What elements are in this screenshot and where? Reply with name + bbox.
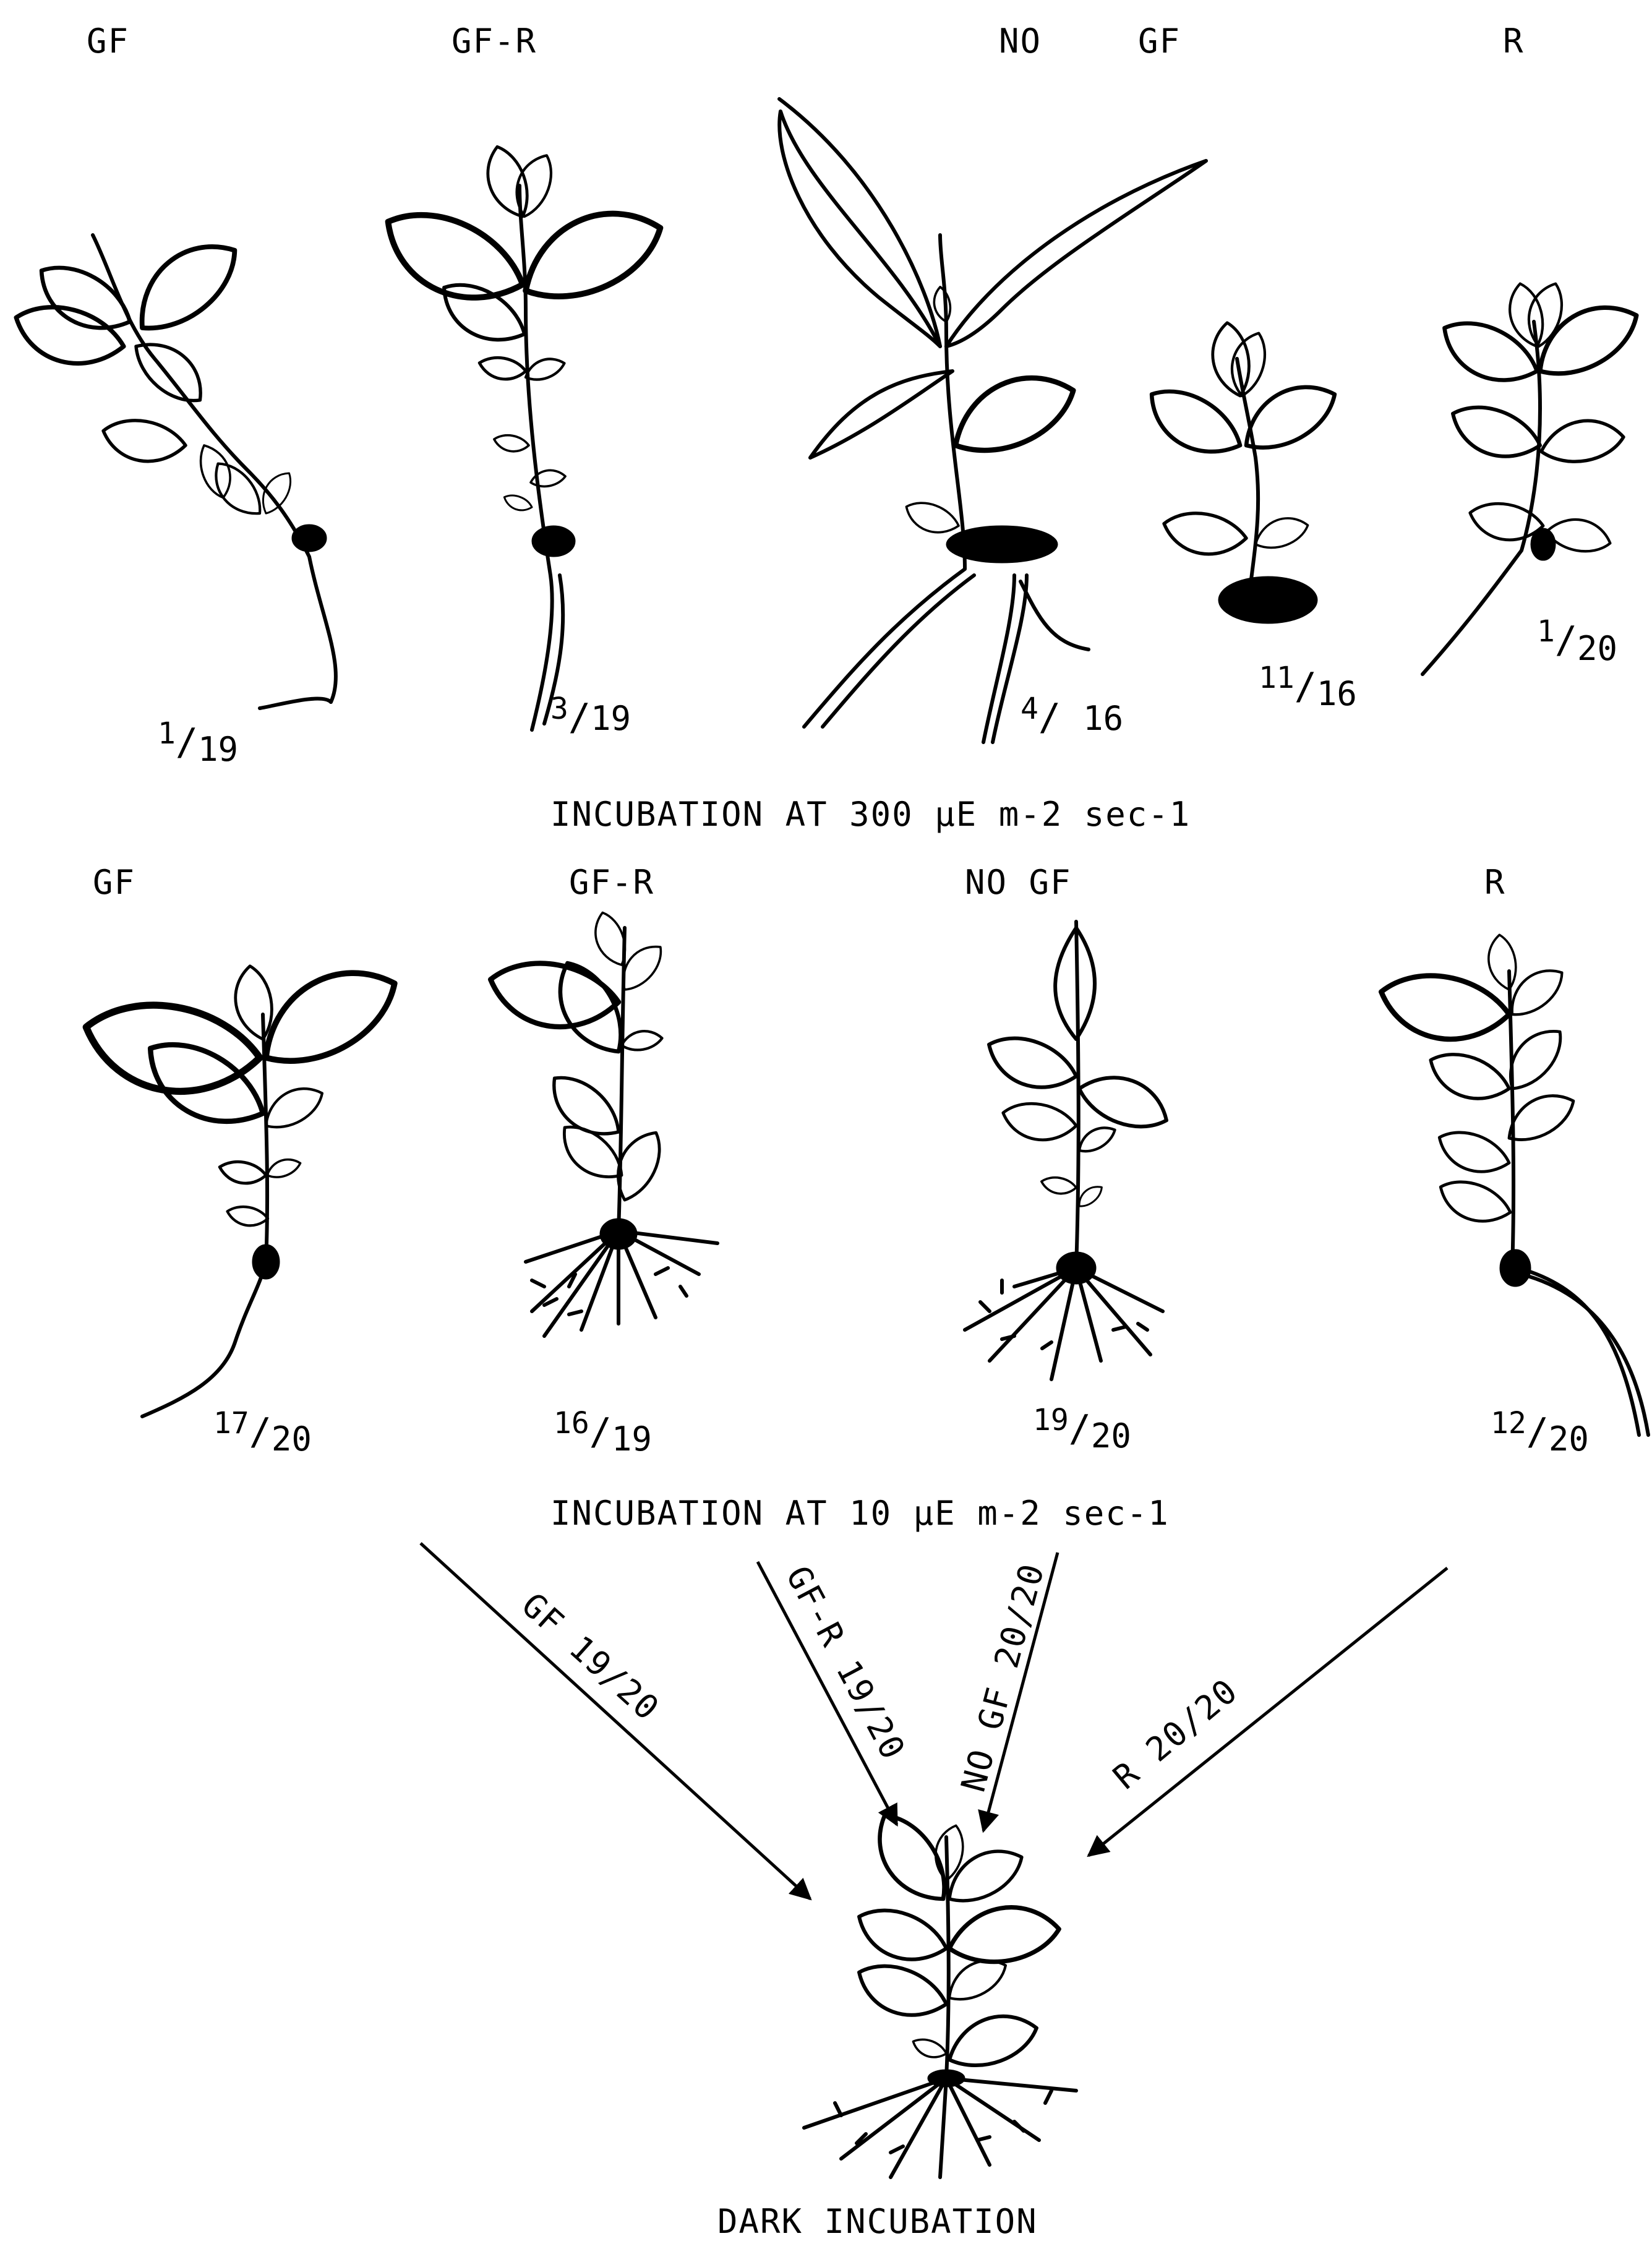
row2-label-r: R: [1484, 863, 1506, 902]
arrow-label-gf-r: GF-R 19/20: [779, 1560, 914, 1767]
plant-row1-no-gf: [779, 99, 1206, 742]
fraction-row2-2: 16/19: [554, 1406, 652, 1459]
row2-label-gf: GF: [93, 863, 135, 902]
plant-row2-r: [1375, 933, 1648, 1435]
row2-caption: INCUBATION AT 10 µE m-2 sec-1: [550, 1494, 1170, 1533]
row2-label-gf-r: GF-R: [569, 863, 654, 902]
row1-label-gf2: GF: [1138, 22, 1181, 61]
plant-row2-gf: [78, 948, 409, 1416]
plant-row2-gf-base: [252, 1244, 280, 1279]
row2-label-no-gf: NO GF: [965, 863, 1072, 902]
plant-row2-no-gf: [965, 922, 1175, 1379]
arrow-gf: [421, 1543, 810, 1899]
plant-row2-r-base: [1500, 1249, 1531, 1287]
plant-row2-no-gf-base: [1056, 1252, 1096, 1284]
row1-label-gf: GF: [87, 22, 129, 61]
bottom-caption: DARK INCUBATION: [717, 2202, 1038, 2241]
plant-row1-gf-small-base: [1218, 576, 1317, 623]
arrow-r: [1089, 1568, 1447, 1856]
row1-label-no: NO: [999, 22, 1042, 61]
arrow-label-gf: GF 19/20: [514, 1585, 667, 1729]
row1-label-gf-r: GF-R: [452, 22, 537, 61]
arrow-label-r: R 20/20: [1106, 1671, 1246, 1797]
plant-dark-incubation-base: [928, 2070, 965, 2087]
fraction-row1-2: 3/19: [550, 692, 631, 739]
plant-row1-gf-r-base: [532, 526, 575, 557]
plant-row1-no-gf-base: [946, 526, 1058, 563]
fraction-row1-5: 1/20: [1537, 614, 1617, 668]
plant-row1-gf-r: [371, 142, 673, 730]
fraction-row2-4: 12/20: [1491, 1406, 1589, 1459]
plant-row1-gf-base: [292, 525, 327, 552]
fraction-row1-3: 4/ 16: [1021, 692, 1123, 739]
row1-caption: INCUBATION AT 300 µE m-2 sec-1: [550, 795, 1191, 834]
plant-row2-gf-r: [484, 909, 717, 1336]
plant-dark-incubation: [804, 1804, 1076, 2177]
fraction-row1-1: 1/19: [158, 716, 238, 769]
row1-label-r: R: [1503, 22, 1525, 61]
fraction-row1-4: 11/16: [1259, 661, 1357, 713]
plant-row2-gf-r-base: [600, 1219, 637, 1249]
fraction-row2-3: 19/20: [1033, 1403, 1131, 1455]
plant-row1-r-base: [1531, 528, 1556, 560]
fraction-row2-1: 17/20: [213, 1406, 312, 1459]
plant-row1-gf: [8, 225, 336, 708]
plant-row1-r: [1423, 279, 1648, 674]
plant-row1-gf-small: [1137, 320, 1345, 594]
